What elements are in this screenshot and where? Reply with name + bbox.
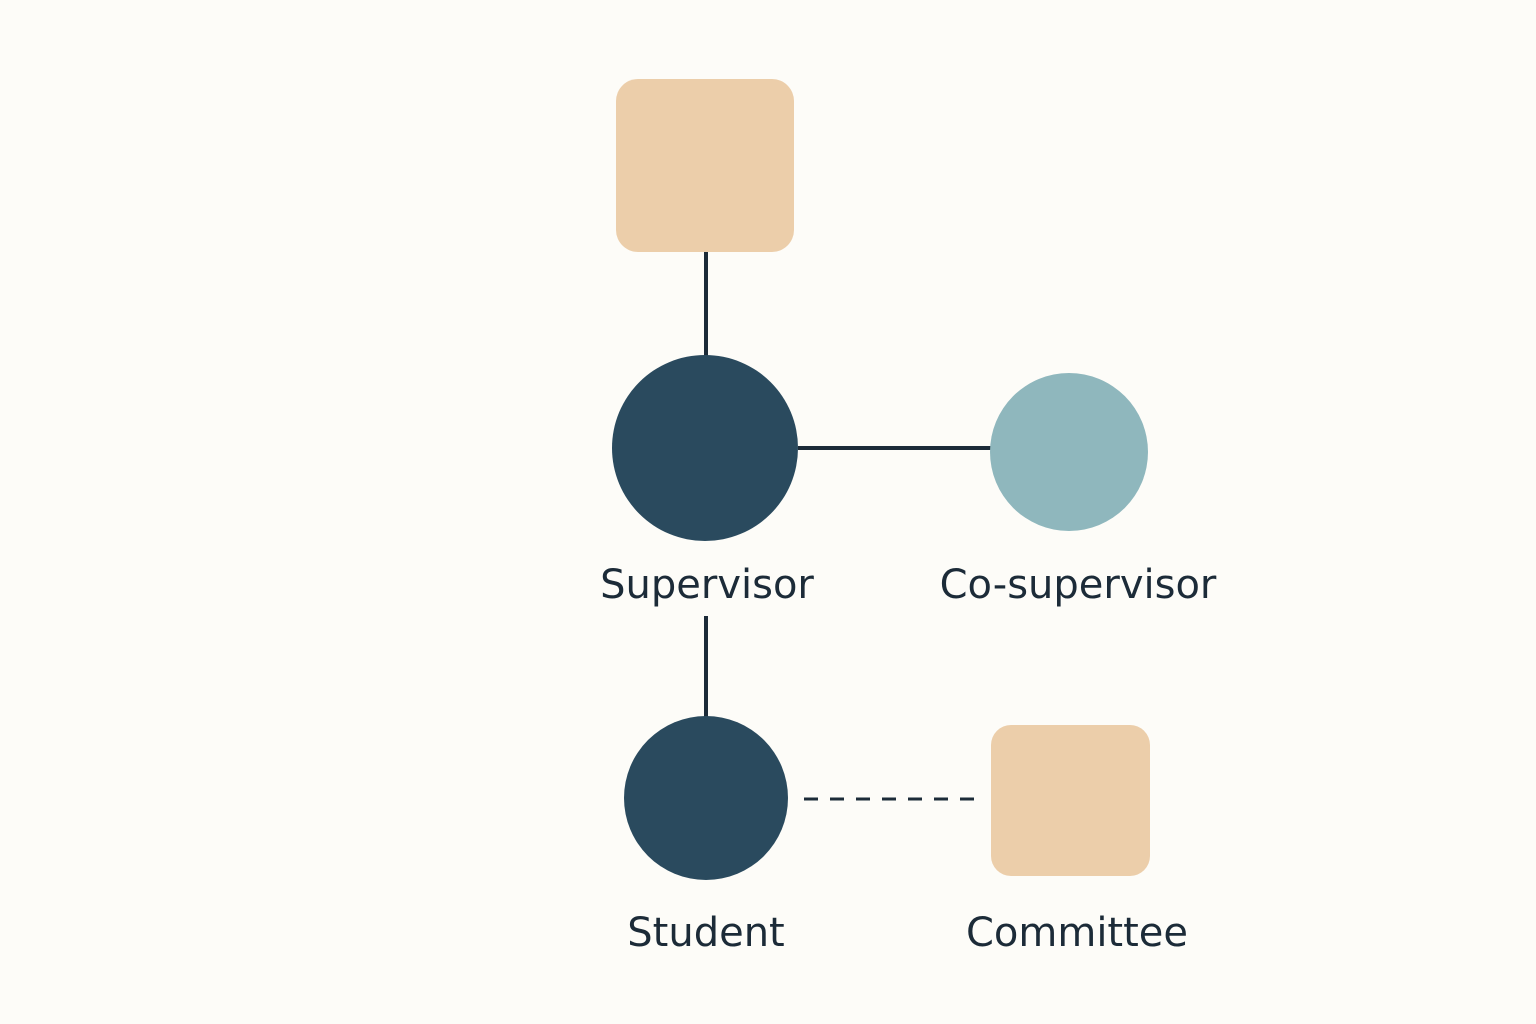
- top-square-node: [616, 79, 794, 252]
- student-node: [624, 716, 788, 880]
- supervisor-label: Supervisor: [600, 562, 814, 608]
- co-supervisor-node: [990, 373, 1148, 531]
- supervisor-node: [612, 355, 798, 541]
- co-supervisor-label: Co-supervisor: [940, 562, 1217, 608]
- committee-node: [991, 725, 1150, 876]
- student-label: Student: [627, 910, 784, 956]
- committee-label: Committee: [966, 910, 1188, 956]
